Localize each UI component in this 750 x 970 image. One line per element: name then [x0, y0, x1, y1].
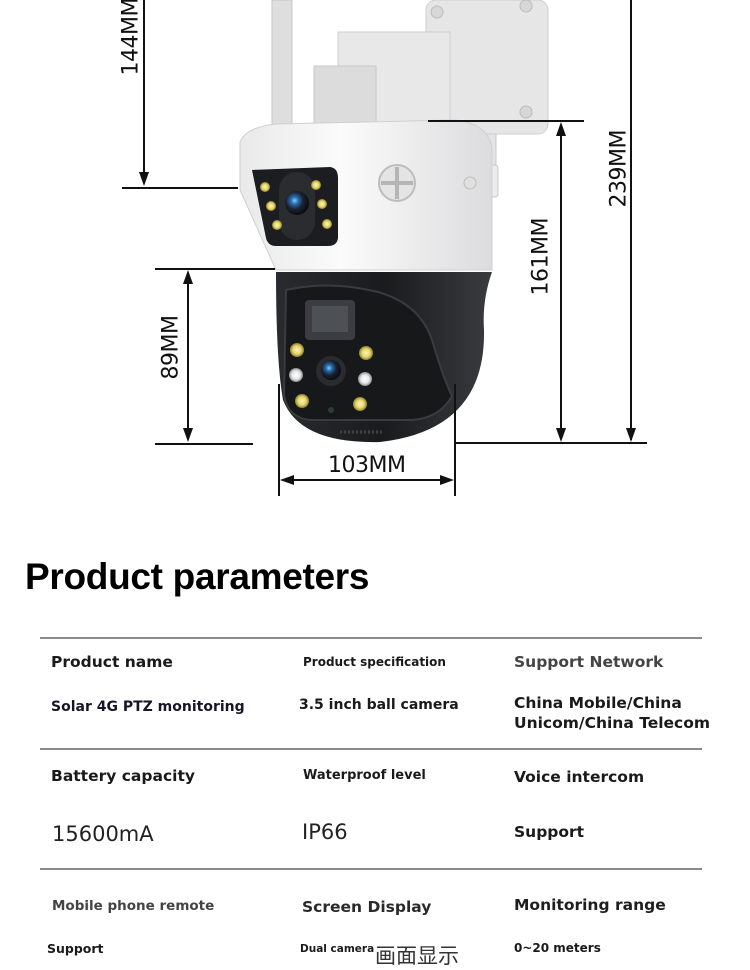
arrow-down-icon: [183, 428, 193, 442]
dim-line-89: [187, 282, 189, 430]
arrow-up-icon: [183, 270, 193, 284]
dim-baseline-right: [455, 442, 647, 444]
param-value: 15600mA: [52, 822, 154, 846]
param-label: Screen Display: [302, 898, 432, 916]
section-title: Product parameters: [25, 556, 370, 597]
dim-label-89: 89MM: [158, 315, 184, 380]
dim-tick-161-top: [428, 120, 584, 122]
camera-illustration: [239, 0, 549, 443]
param-value: Dual camera: [300, 943, 375, 955]
param-value: China Mobile/China: [514, 694, 682, 712]
param-label: Mobile phone remote: [52, 898, 215, 914]
param-value: 3.5 inch ball camera: [299, 697, 459, 713]
param-label: Product name: [51, 653, 173, 671]
arrow-down-icon: [556, 428, 566, 442]
arrow-up-icon: [556, 122, 566, 136]
dim-label-161: 161MM: [528, 218, 554, 296]
arrow-left-icon: [280, 475, 294, 485]
param-value: Unicom/China Telecom: [514, 714, 711, 732]
arrow-down-icon: [139, 172, 149, 186]
dim-label-239: 239MM: [606, 130, 632, 208]
dim-line-144: [143, 0, 145, 176]
param-label: Product specification: [303, 655, 446, 669]
param-value: Solar 4G PTZ monitoring: [51, 699, 245, 715]
param-label: Voice intercom: [514, 768, 645, 786]
dim-tick-89-bottom: [155, 443, 253, 445]
param-label: Monitoring range: [514, 896, 666, 914]
param-value: Support: [47, 941, 104, 956]
dim-line-239: [630, 0, 632, 440]
dim-line-161: [560, 132, 562, 432]
dim-label-144: 144MM: [118, 0, 144, 76]
arrow-down-icon: [626, 428, 636, 442]
dim-tick-103-right: [454, 384, 456, 496]
param-label: Waterproof level: [303, 768, 426, 783]
dim-tick-89-top: [155, 268, 275, 270]
arrow-right-icon: [440, 475, 454, 485]
dim-tick-144-bottom: [122, 187, 238, 189]
param-value: Support: [514, 823, 585, 841]
param-value-extra: 画面显示: [375, 944, 459, 968]
table-divider: [40, 637, 702, 639]
dim-tick-103-left: [278, 384, 280, 496]
dim-label-103: 103MM: [328, 453, 406, 478]
table-divider: [40, 868, 702, 870]
param-value: 0~20 meters: [514, 941, 601, 955]
table-divider: [40, 748, 702, 750]
param-label: Support Network: [514, 653, 664, 671]
dim-line-103: [292, 479, 442, 481]
param-value: IP66: [302, 820, 348, 844]
camera-dimension-diagram: 144MM 239MM 161MM 89MM 103MM: [118, 0, 647, 496]
param-label: Battery capacity: [51, 767, 195, 785]
